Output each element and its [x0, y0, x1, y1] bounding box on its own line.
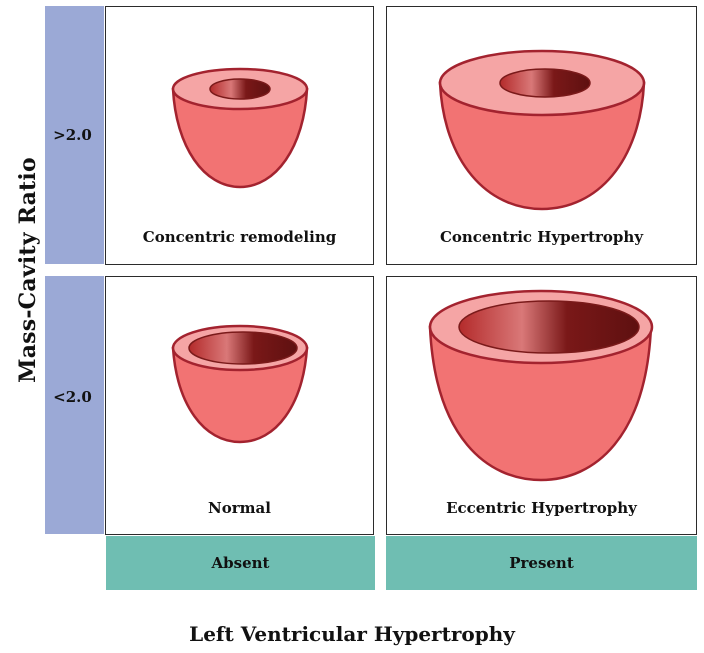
column-band-absent: Absent [106, 536, 375, 590]
x-axis-title: Left Ventricular Hypertrophy [189, 622, 515, 646]
heart-concentric-remodeling [171, 67, 309, 189]
column-label-present: Present [509, 554, 574, 572]
row-band-high [45, 6, 104, 264]
panel-eccentric-hypertrophy: Eccentric Hypertrophy [386, 276, 697, 535]
column-label-absent: Absent [211, 554, 270, 572]
heart-concentric-hypertrophy [438, 49, 646, 211]
y-axis-title: Mass-Cavity Ratio [15, 157, 41, 383]
column-band-present: Present [386, 536, 697, 590]
panel-label-concentric-remodeling: Concentric remodeling [142, 228, 337, 246]
panel-label-eccentric-hypertrophy: Eccentric Hypertrophy [446, 499, 637, 517]
panel-label-normal: Normal [208, 499, 271, 517]
panel-label-concentric-hypertrophy: Concentric Hypertrophy [439, 228, 644, 246]
heart-normal [171, 324, 309, 444]
heart-eccentric-hypertrophy [428, 289, 654, 482]
row-label-high: >2.0 [53, 126, 92, 144]
row-label-low: <2.0 [53, 388, 92, 406]
row-band-low [45, 276, 104, 534]
panel-concentric-remodeling: Concentric remodeling [105, 6, 374, 265]
panel-concentric-hypertrophy: Concentric Hypertrophy [386, 6, 697, 265]
panel-normal: Normal [105, 276, 374, 535]
